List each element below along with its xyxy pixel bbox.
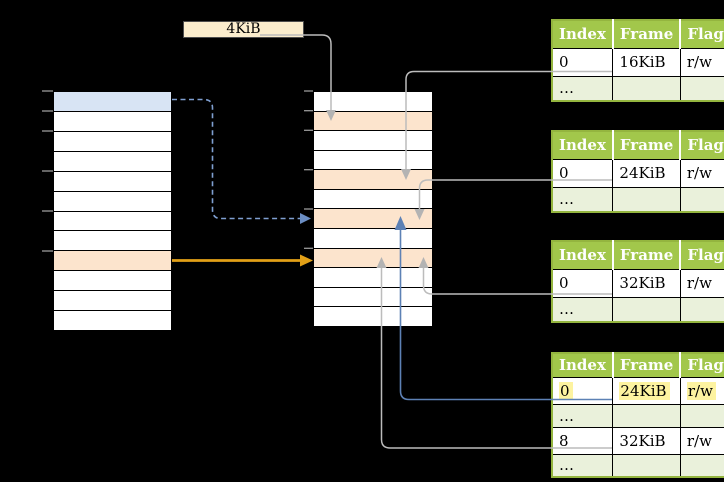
cell-frame: [612, 296, 681, 323]
cell-frame: 24KiB: [612, 376, 681, 405]
cell-flags: [679, 403, 724, 428]
table-row: 0 24KiB r/w: [551, 158, 724, 188]
cell-frame: 32KiB: [612, 268, 681, 298]
column-header-index: Index: [552, 20, 614, 48]
cell-flags: [679, 186, 724, 213]
frame-row: [314, 92, 432, 112]
cell-index: …: [551, 296, 614, 323]
table-header-row: Index Frame Flags: [552, 241, 724, 269]
column-header-flags: Flags: [680, 20, 724, 48]
frame-row: [314, 150, 432, 171]
page-table-1: Index Frame Flags 0 16KiB r/w …: [551, 19, 724, 102]
arrowhead-right-icon: [300, 254, 313, 267]
cell-index: …: [551, 453, 614, 478]
table-row-ellipsis: …: [551, 453, 724, 478]
physical-frame-column: [313, 91, 433, 327]
page-table-4: Index Frame Flags 0 24KiB r/w … 8 32KiB …: [551, 352, 724, 478]
table-row-ellipsis: …: [551, 403, 724, 428]
cell-index: …: [551, 75, 614, 102]
table-row-ellipsis: …: [551, 296, 724, 323]
highlight-mark: 24KiB: [619, 381, 670, 400]
highlight-mark: 0: [559, 381, 573, 400]
frame-row-highlighted: [314, 111, 432, 132]
page-row: [54, 191, 171, 212]
cell-frame: [612, 186, 681, 213]
cell-flags: r/w: [679, 268, 724, 298]
frame-row: [314, 229, 432, 249]
cell-frame: [612, 403, 681, 428]
cell-index: 0: [551, 268, 614, 298]
frame-row: [314, 268, 432, 288]
page-row: [54, 271, 171, 292]
cell-flags: [679, 296, 724, 323]
page-size-label: 4KiB: [226, 21, 261, 37]
cell-flags: r/w: [679, 158, 724, 188]
column-header-index: Index: [552, 131, 614, 159]
page-row: [54, 231, 171, 252]
page-row: [54, 311, 171, 331]
page-row-highlighted-blue: [54, 92, 171, 112]
cell-flags: [679, 75, 724, 102]
cell-index: 0: [551, 47, 614, 77]
frame-row-highlighted: [314, 209, 432, 230]
cell-flags: r/w: [679, 376, 724, 405]
highlight-mark: r/w: [686, 381, 716, 400]
frame-row: [314, 189, 432, 210]
cell-frame: [612, 75, 681, 102]
cell-flags: r/w: [679, 426, 724, 455]
table-row: 8 32KiB r/w: [551, 426, 724, 455]
frame-row: [314, 287, 432, 308]
page-row-highlighted-orange: [54, 251, 171, 272]
page-table-3: Index Frame Flags 0 32KiB r/w …: [551, 240, 724, 323]
page-row: [54, 111, 171, 132]
column-header-frame: Frame: [612, 131, 682, 159]
table-row: 0 16KiB r/w: [551, 47, 724, 77]
column-header-flags: Flags: [680, 353, 724, 377]
cell-flags: r/w: [679, 47, 724, 77]
table-row-highlighted: 0 24KiB r/w: [551, 376, 724, 405]
frame-row-highlighted: [314, 248, 432, 269]
column-header-index: Index: [552, 353, 614, 377]
page-row: [54, 151, 171, 172]
cell-index: 8: [551, 426, 614, 455]
connector-page-to-frame-orange: [172, 254, 313, 267]
column-header-flags: Flags: [680, 131, 724, 159]
cell-index: 0: [551, 376, 614, 405]
frame-row-highlighted: [314, 170, 432, 190]
table-header-row: Index Frame Flags: [552, 20, 724, 48]
cell-index: 0: [551, 158, 614, 188]
column-header-frame: Frame: [612, 20, 682, 48]
page-size-label-box: 4KiB: [183, 21, 304, 38]
column-header-index: Index: [552, 241, 614, 269]
column-header-frame: Frame: [612, 353, 682, 377]
cell-frame: 16KiB: [612, 47, 681, 77]
table-row-ellipsis: …: [551, 186, 724, 213]
arrowhead-right-icon: [300, 213, 311, 224]
cell-index: …: [551, 403, 614, 428]
page-row: [54, 211, 171, 232]
connector-page-to-frame-dashed: [172, 98, 311, 224]
table-header-row: Index Frame Flags: [552, 353, 724, 377]
middle-column-tick-marks: [304, 90, 313, 249]
virtual-page-column: [53, 91, 172, 331]
column-header-frame: Frame: [612, 241, 682, 269]
connector-line: [172, 98, 300, 220]
frame-row: [314, 307, 432, 326]
page-table-2: Index Frame Flags 0 24KiB r/w …: [551, 130, 724, 213]
left-column-tick-marks: [42, 90, 53, 252]
table-row-ellipsis: …: [551, 75, 724, 102]
page-row: [54, 171, 171, 192]
cell-frame: 32KiB: [612, 426, 681, 455]
table-header-row: Index Frame Flags: [552, 131, 724, 159]
column-header-flags: Flags: [680, 241, 724, 269]
page-row: [54, 131, 171, 152]
cell-index: …: [551, 186, 614, 213]
cell-frame: 24KiB: [612, 158, 681, 188]
table-row: 0 32KiB r/w: [551, 268, 724, 298]
cell-flags: [679, 453, 724, 478]
cell-frame: [612, 453, 681, 478]
page-row: [54, 291, 171, 312]
frame-row: [314, 131, 432, 151]
